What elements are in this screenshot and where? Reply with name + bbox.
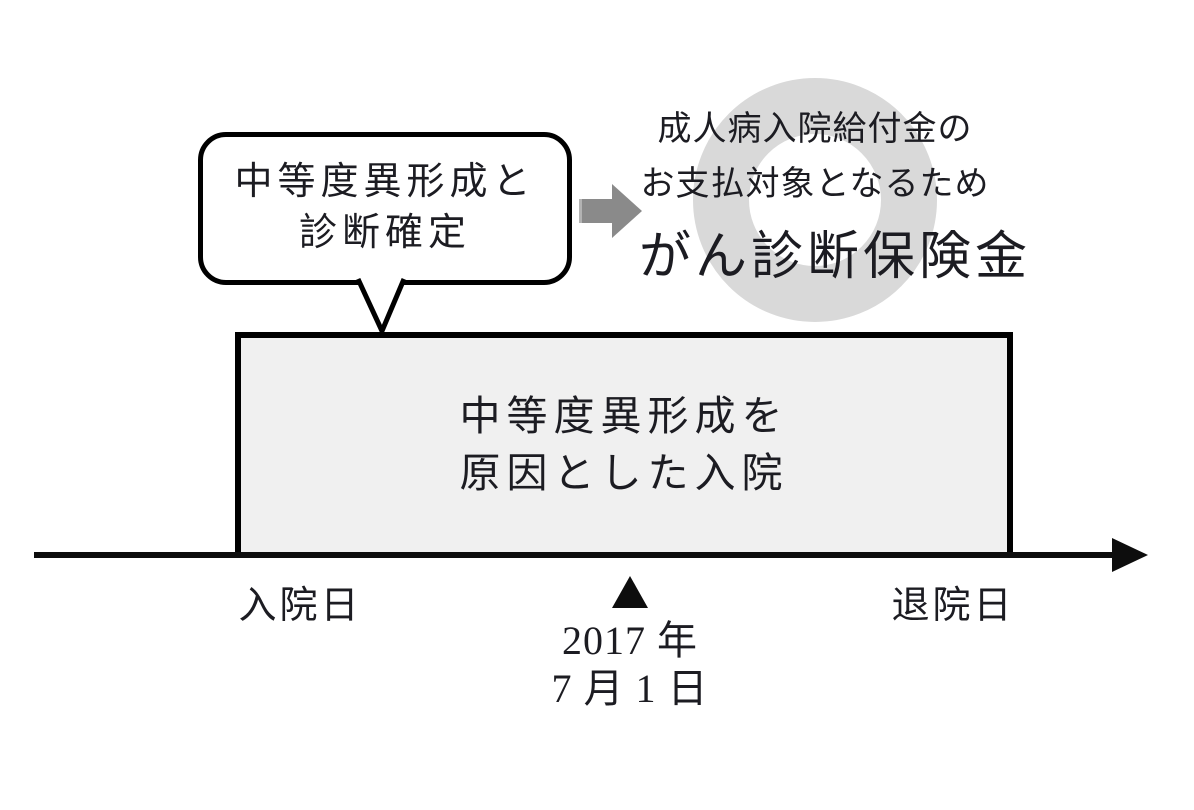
admission-date-label: 入院日 bbox=[238, 585, 362, 627]
marker-date-year: 2017 年 bbox=[562, 618, 698, 663]
triangle-marker-icon bbox=[612, 576, 648, 608]
hospitalization-box: 中等度異形成を 原因とした入院 bbox=[235, 332, 1013, 558]
benefit-headline: がん診断保険金 bbox=[638, 229, 1031, 286]
hospitalization-box-line1: 中等度異形成を bbox=[459, 393, 789, 439]
callout-line2: 診断確定 bbox=[298, 212, 471, 254]
marker-date-day: 7 月 1 日 bbox=[551, 666, 709, 711]
callout-tail bbox=[355, 277, 407, 338]
right-arrow-tail bbox=[579, 199, 588, 223]
payout-note-line2: お支払対象となるため bbox=[640, 166, 990, 203]
diagnosis-callout-bubble: 中等度異形成と 診断確定 bbox=[198, 132, 572, 285]
marker-date: 2017 年 7 月 1 日 bbox=[520, 617, 740, 713]
discharge-date-label: 退院日 bbox=[891, 585, 1015, 627]
payout-note-line1: 成人病入院給付金の bbox=[657, 111, 973, 148]
hospitalization-box-line2: 原因とした入院 bbox=[459, 450, 789, 496]
payout-note: 成人病入院給付金の お支払対象となるため bbox=[595, 102, 1035, 212]
callout-line1: 中等度異形成と bbox=[234, 161, 536, 203]
timeline-arrowhead-icon bbox=[1112, 538, 1148, 572]
